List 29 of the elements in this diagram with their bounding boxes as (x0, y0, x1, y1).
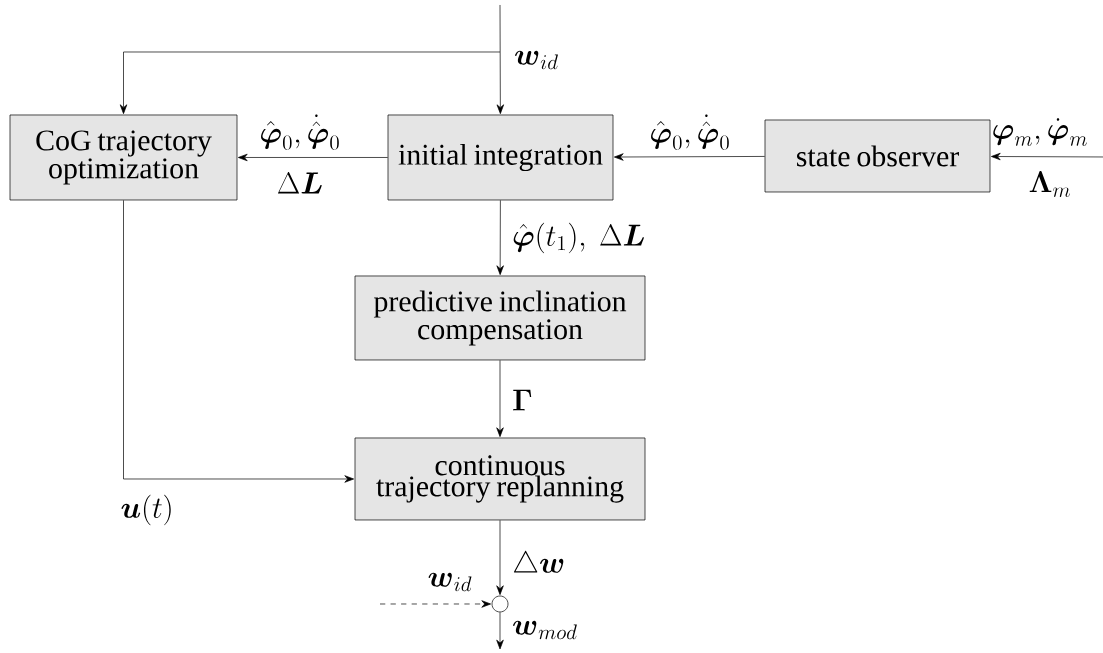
arrow (496, 4, 505, 114)
edge-label: $\hat{\boldsymbol{\varphi}}_0, \dot{\hat{\boldsymbol{\varphi}}}_0$ (651, 114, 729, 150)
arrow (238, 153, 388, 162)
arrow (614, 153, 765, 161)
process-box: state observer (764, 119, 991, 193)
edge-label: $\boldsymbol{u}(t)$ (121, 494, 171, 526)
edge-label: $\boldsymbol{w}_{id}$ (515, 50, 558, 70)
process-box: CoG trajectory optimization (9, 114, 238, 201)
arrow (496, 359, 504, 437)
edge-label: $\boldsymbol{\Gamma}$ (513, 389, 532, 411)
edge-label: $\hat{\boldsymbol{\varphi}}_0, \dot{\hat{\boldsymbol{\varphi}}}_0$ (261, 114, 339, 150)
edge-label: $\boldsymbol{w}_{id}$ (428, 572, 472, 592)
edge-label: $\boldsymbol{\varphi}_m, \dot{\boldsymbol{\varphi}}_m$ (993, 118, 1087, 146)
arrow (496, 520, 504, 595)
signal-label: $\boldsymbol{\Lambda}_m$ (1029, 170, 1070, 197)
process-box: predictive inclination compensation (354, 275, 646, 361)
edge-label: $\triangle \boldsymbol{w}$ (513, 550, 564, 573)
arrow (119, 51, 501, 114)
arrow (496, 200, 504, 275)
process-box: continuous trajectory replanning (354, 437, 646, 521)
arrow (991, 152, 1103, 161)
signal-label: $\Delta \boldsymbol{L}$ (277, 171, 322, 194)
arrow (123, 200, 354, 483)
arrow (379, 600, 491, 608)
summing-junction (491, 595, 509, 613)
arrow (496, 612, 504, 650)
edge-label: $\boldsymbol{w}_{mod}$ (513, 620, 577, 640)
edge-label: $\hat{\boldsymbol{\varphi}}(t_1),\ \Delta \boldsymbol{L}$ (513, 222, 644, 254)
process-box: initial integration (387, 114, 614, 201)
